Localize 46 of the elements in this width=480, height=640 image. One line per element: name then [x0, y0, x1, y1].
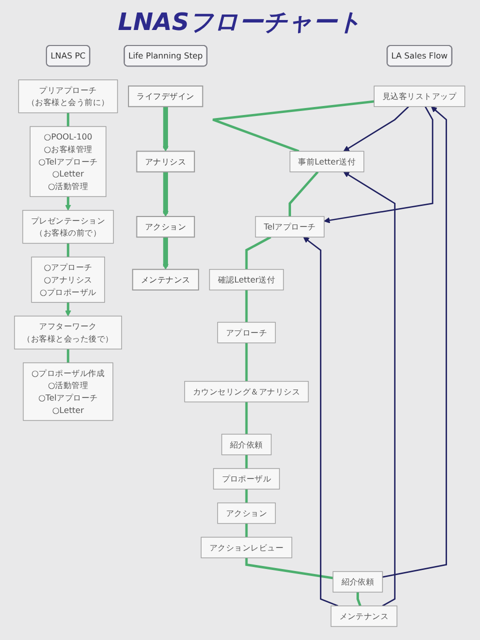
connector: [356, 592, 362, 606]
arrow: [162, 106, 169, 152]
node-box: アプローチ: [218, 322, 276, 344]
node-box: メンテナンス: [132, 268, 200, 290]
node-box: カウンセリング＆アナリシス: [184, 380, 309, 402]
connector: [246, 523, 248, 538]
arrow: [304, 236, 339, 607]
arrow: [65, 196, 72, 211]
arrow: [162, 237, 169, 270]
node-box: アクション: [136, 216, 196, 238]
title: LNASフローチャート: [118, 7, 362, 38]
node-box: アクション: [218, 502, 276, 524]
connector: [212, 100, 375, 152]
node-box: メンテナンス: [331, 606, 398, 627]
connector: [288, 171, 320, 216]
connector: [67, 112, 70, 127]
node-box: アクションレビュー: [201, 536, 292, 558]
connector: [246, 489, 248, 503]
node-box: 見込客リストアップ: [374, 86, 466, 107]
node-box: アフターワーク （お客様と会った後で）: [14, 316, 122, 350]
node-box: プリアプローチ （お客様と会う前に）: [18, 80, 118, 114]
connector: [246, 342, 248, 382]
arrow: [162, 172, 169, 217]
node-box: プレゼンテーション （お客様の前で）: [22, 210, 114, 244]
arrow: [65, 302, 72, 316]
node-box: 事前Letter送付: [290, 150, 365, 172]
node-box: ライフデザイン: [128, 86, 204, 108]
arrow: [344, 172, 396, 606]
node-box: プロポーザル: [214, 468, 280, 490]
arrow: [382, 106, 448, 578]
node-box: 紹介依頼: [222, 434, 272, 456]
node-box: 紹介依頼: [333, 571, 384, 592]
node-box: 確認Letter送付: [210, 269, 284, 290]
node-box: ○POOL-100 ○お客様管理 ○Telアプローチ ○Letter ○活動管理: [30, 126, 107, 197]
node-box: ○プロポーザル作成 ○活動管理 ○Telアプローチ ○Letter: [23, 362, 114, 421]
arrow: [344, 106, 410, 152]
node-box: Telアプローチ: [255, 216, 325, 238]
connector: [67, 243, 70, 258]
connector: [246, 558, 334, 580]
connector: [246, 290, 248, 322]
connector: [246, 402, 248, 434]
connector: [67, 349, 70, 363]
connector: [246, 454, 248, 469]
arrow: [324, 106, 434, 224]
node-box: アナリシス: [136, 150, 196, 172]
node-box: ○アプローチ ○アナリシス ○プロポーザル: [32, 256, 106, 303]
